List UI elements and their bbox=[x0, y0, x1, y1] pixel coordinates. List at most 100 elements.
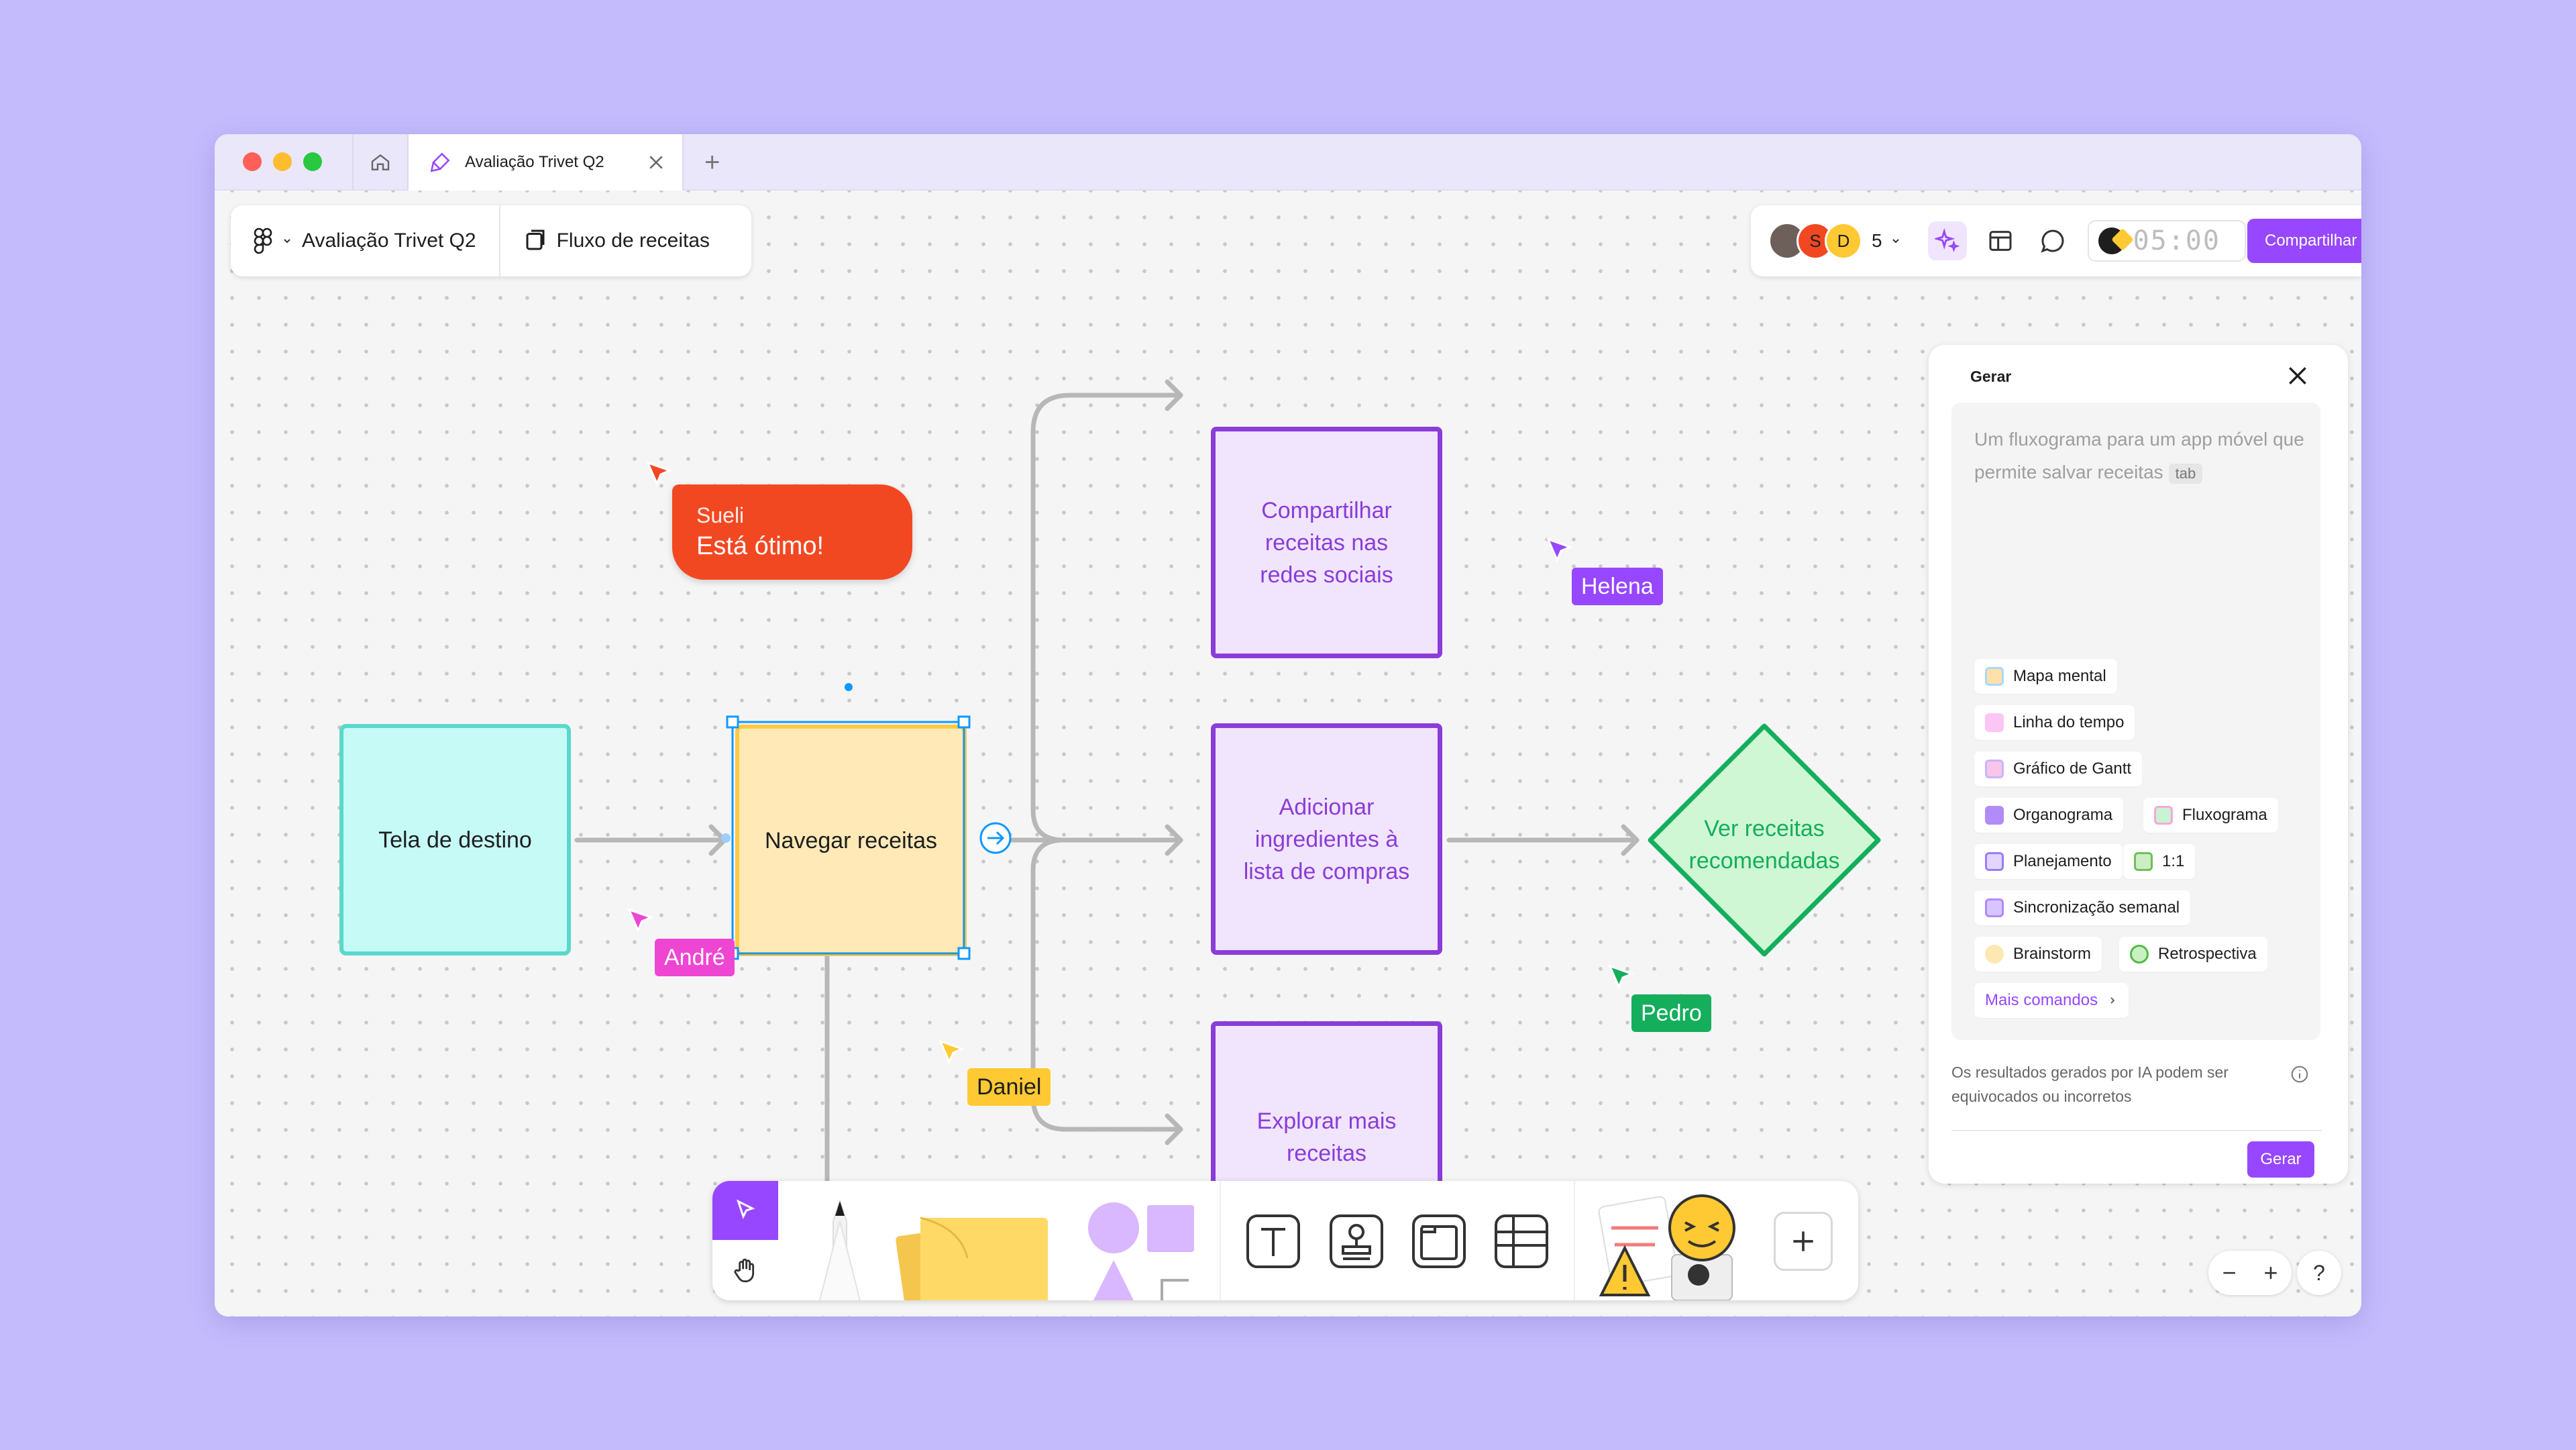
timeline-icon bbox=[1985, 713, 2004, 732]
shapes-tool[interactable] bbox=[1075, 1181, 1209, 1300]
zoom-controls: − + bbox=[2208, 1251, 2292, 1295]
chat-icon bbox=[2134, 852, 2153, 871]
gantt-icon bbox=[1985, 760, 2004, 778]
template-chip-mind-map[interactable]: Mapa mental bbox=[1974, 659, 2117, 694]
new-tab-button[interactable]: + bbox=[704, 148, 720, 177]
calendar-icon bbox=[1985, 852, 2004, 871]
node-recommended-diamond[interactable] bbox=[1644, 722, 1885, 964]
timer-display: 05:00 bbox=[2133, 225, 2220, 256]
collab-toolbar: S D 5 05:00 Compartilhar bbox=[1751, 205, 2361, 276]
resize-handle bbox=[957, 715, 971, 729]
generate-button[interactable]: Gerar bbox=[2247, 1141, 2314, 1178]
more-commands-button[interactable]: Mais comandos bbox=[1974, 983, 2129, 1018]
flowchart-icon bbox=[2154, 806, 2173, 825]
file-name[interactable]: Avaliação Trivet Q2 bbox=[302, 229, 476, 252]
page-selector[interactable]: Fluxo de receitas bbox=[500, 205, 733, 276]
node-browse-recipes[interactable]: Navegar receitas bbox=[735, 725, 967, 956]
stamp-tool[interactable] bbox=[1323, 1208, 1390, 1275]
cursor-pedro bbox=[1608, 964, 1635, 990]
selection-frame bbox=[721, 683, 1012, 960]
home-icon bbox=[371, 154, 390, 170]
widgets-tool[interactable] bbox=[1585, 1181, 1759, 1300]
template-chip-timeline[interactable]: Linha do tempo bbox=[1974, 705, 2135, 740]
chevron-right-icon bbox=[2110, 997, 2115, 1004]
cursor-daniel bbox=[938, 1039, 965, 1065]
maximize-window-button[interactable] bbox=[303, 152, 322, 171]
pointer-tool[interactable] bbox=[712, 1181, 778, 1240]
cursor-label-daniel: Daniel bbox=[967, 1068, 1051, 1106]
node-share-recipes[interactable]: Compartilhar receitas nas redes sociais bbox=[1211, 427, 1442, 658]
brainstorm-icon bbox=[1985, 945, 2004, 964]
connector-add-recommend[interactable] bbox=[1446, 824, 1640, 856]
home-button[interactable] bbox=[352, 134, 409, 191]
template-chip-flowchart[interactable]: Fluxograma bbox=[2143, 798, 2278, 833]
text-tool[interactable] bbox=[1240, 1208, 1307, 1275]
minimize-window-button[interactable] bbox=[273, 152, 292, 171]
help-button[interactable]: ? bbox=[2297, 1251, 2341, 1295]
avatar-stack[interactable]: S D 5 bbox=[1768, 222, 1901, 260]
cursor-label-helena: Helena bbox=[1572, 568, 1663, 605]
cursor-helena bbox=[1546, 537, 1573, 563]
chevron-down-icon bbox=[1892, 239, 1899, 244]
cursor-label-pedro: Pedro bbox=[1631, 994, 1711, 1032]
page-name: Fluxo de receitas bbox=[556, 229, 710, 252]
timer-widget[interactable]: 05:00 bbox=[2087, 220, 2246, 262]
tab-hint: tab bbox=[2168, 464, 2203, 484]
zoom-in-button[interactable]: + bbox=[2263, 1259, 2278, 1286]
template-chip-brainstorm[interactable]: Brainstorm bbox=[1974, 937, 2102, 972]
hand-tool[interactable] bbox=[712, 1240, 778, 1300]
board-file-icon bbox=[430, 152, 450, 172]
cursor-arrow-icon bbox=[736, 1199, 755, 1219]
clock-icon bbox=[2130, 945, 2149, 964]
connector-browse-branches[interactable] bbox=[1004, 379, 1183, 1145]
music-icon bbox=[2098, 227, 2134, 254]
comment-author: Sueli bbox=[696, 503, 745, 527]
figma-logo-icon bbox=[254, 227, 272, 254]
app-window: Avaliação Trivet Q2 + Avaliação Trivet Q… bbox=[215, 134, 2361, 1316]
ai-disclaimer: Os resultados gerados por IA podem ser e… bbox=[1951, 1064, 2229, 1105]
main-menu-button[interactable]: Avaliação Trivet Q2 bbox=[231, 205, 499, 276]
board-canvas[interactable]: Avaliação Trivet Q2 Fluxo de receitas S … bbox=[215, 191, 2361, 1316]
layout-icon[interactable] bbox=[1987, 227, 2014, 254]
table-tool[interactable] bbox=[1488, 1208, 1555, 1275]
sticky-note-tool[interactable] bbox=[894, 1194, 1061, 1300]
plus-icon bbox=[1793, 1231, 1813, 1251]
sparkle-icon bbox=[1934, 228, 1960, 252]
connector-start-browse[interactable] bbox=[574, 824, 727, 856]
prompt-input[interactable]: Um fluxograma para um app móvel que perm… bbox=[1951, 403, 2320, 1040]
comment-text: Está ótimo! bbox=[696, 532, 824, 560]
template-chip-weekly-sync[interactable]: Sincronização semanal bbox=[1974, 890, 2191, 925]
info-icon[interactable] bbox=[2290, 1064, 2310, 1084]
rotation-handle bbox=[845, 683, 853, 691]
comment-icon[interactable] bbox=[2039, 227, 2066, 254]
board-header: Avaliação Trivet Q2 Fluxo de receitas bbox=[231, 205, 751, 276]
tab-board[interactable]: Avaliação Trivet Q2 bbox=[409, 134, 684, 191]
generate-panel: Gerar Um fluxograma para um app móvel qu… bbox=[1929, 345, 2348, 1184]
tab-title: Avaliação Trivet Q2 bbox=[465, 153, 604, 171]
creation-toolbar bbox=[712, 1181, 1858, 1300]
org-chart-icon bbox=[1985, 806, 2004, 825]
mind-map-icon bbox=[1985, 667, 2004, 686]
template-chip-gantt[interactable]: Gráfico de Gantt bbox=[1974, 752, 2143, 786]
collaborator-count: 5 bbox=[1872, 230, 1882, 251]
more-tools-button[interactable] bbox=[1774, 1212, 1833, 1271]
share-button[interactable]: Compartilhar bbox=[2247, 219, 2361, 263]
page-icon bbox=[526, 229, 545, 250]
template-chip-one-on-one[interactable]: 1:1 bbox=[2123, 844, 2196, 879]
zoom-out-button[interactable]: − bbox=[2222, 1259, 2237, 1286]
chevron-down-icon bbox=[284, 239, 290, 244]
node-add-ingredients[interactable]: Adicionar ingredientes à lista de compra… bbox=[1211, 723, 1442, 955]
ai-button[interactable] bbox=[1927, 221, 1967, 260]
pen-tool[interactable] bbox=[800, 1181, 880, 1300]
template-chip-org-chart[interactable]: Organograma bbox=[1974, 798, 2124, 833]
template-chip-planning[interactable]: Planejamento bbox=[1974, 844, 2123, 879]
cursor-label-andre: André bbox=[655, 939, 735, 976]
node-landing-screen[interactable]: Tela de destino bbox=[339, 724, 571, 955]
section-tool[interactable] bbox=[1405, 1208, 1472, 1275]
close-window-button[interactable] bbox=[243, 152, 262, 171]
close-tab-icon[interactable] bbox=[646, 152, 666, 172]
comment-bubble[interactable]: Sueli Está ótimo! bbox=[672, 484, 912, 580]
template-chip-retrospective[interactable]: Retrospectiva bbox=[2119, 937, 2267, 972]
close-icon[interactable] bbox=[2284, 362, 2311, 389]
node-recommended-label: Ver receitas recomendadas bbox=[1688, 816, 1840, 874]
